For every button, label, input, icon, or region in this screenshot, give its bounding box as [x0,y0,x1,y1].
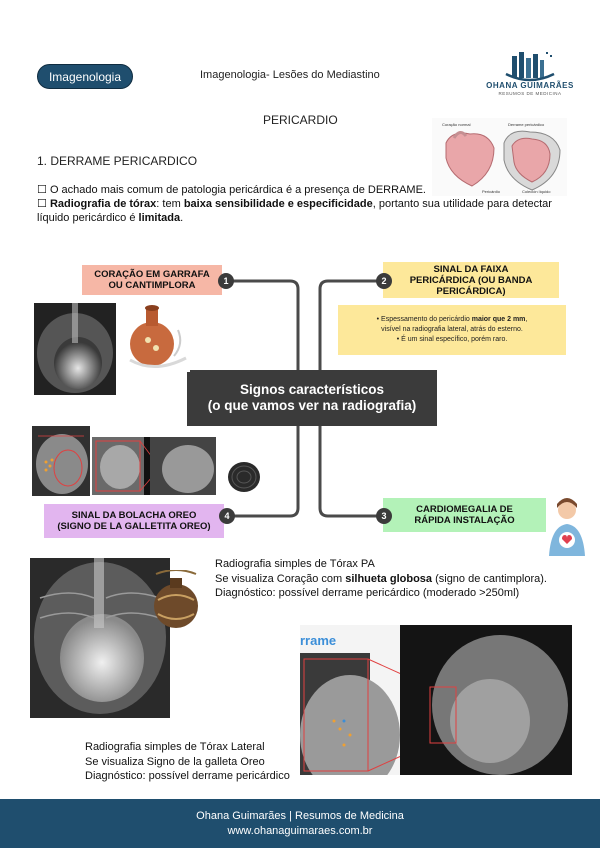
oreo-cookie-icon [228,462,260,492]
footer-bar: Ohana Guimarães | Resumos de Medicina ww… [0,799,600,848]
sign4-line2: (SIGNO DE LA GALLETITA OREO) [57,521,211,532]
number-badge-3: 3 [376,508,392,524]
heart-label-normal: Coração normal [442,122,471,127]
sign3-line1: CARDIOMEGALIA DE [416,504,513,515]
mindmap-connectors [226,279,384,518]
p2-text-3: . [180,212,184,224]
chest-xray-lateral-large: rrame [300,625,572,775]
central-topic-line2: (o que vamos ver na radiografia) [207,398,417,413]
caption1-line3: Diagnóstico: possível derrame pericárdic… [215,587,520,599]
sign2-line3: PERICÁRDICA) [436,285,506,297]
logo-name: OHANA GUIMARÃES [486,81,574,90]
section-title: PERICARDIO [263,113,338,127]
chest-xray-pa-large [30,558,170,718]
xray-lateral-label: rrame [300,633,336,648]
caption-pa-xray: Radiografia simples de Tórax PA Se visua… [215,557,547,601]
p2-bold-3: limitada [138,212,181,224]
number-badge-2: 2 [376,273,392,289]
caption1-line1: Radiografia simples de Tórax PA [215,558,375,570]
p2-text-1: : tem [156,198,184,210]
checkbox-bullet-icon: ☐ [37,198,47,210]
number-badge-1: 1 [218,273,234,289]
p2-text-2: , portanto sua utilidade para detectar l… [37,198,552,224]
section-heading: 1. DERRAME PERICARDICO [37,154,198,168]
logo-subtitle: RESUMOS DE MEDICINA [498,91,562,96]
central-topic-line1: Signos característicos [239,382,385,397]
sign2-line2: PERICÁRDICA (OU BANDA [409,274,533,286]
nurse-heart-illustration [549,498,585,556]
sign2-detail-line2: visível na radiografia lateral, atrás do… [381,326,523,333]
chest-xray-pa-small [34,303,116,395]
chest-xray-lateral-zoom [92,437,216,495]
caption2-line2: Se visualiza Signo de la galleta Oreo [85,755,265,768]
sign2-detail-box: • Espessamento do pericárdio maior que 2… [338,305,566,355]
number-badge-4: 4 [219,508,235,524]
sign2-detail-line1: • Espessamento do pericárdio maior que 2… [376,316,528,323]
paragraph-2: ☐ Radiografia de tórax: tem baixa sensib… [37,197,557,225]
central-topic: Signos característicos (o que vamos ver … [187,370,437,426]
paragraph-1: ☐ O achado mais comum de patologia peric… [37,183,426,197]
category-pill: Imagenologia [37,64,133,89]
p2-bold-1: Radiografia de tórax [49,198,157,210]
sign-box-oreo: SINAL DA BOLACHA OREO (SIGNO DE LA GALLE… [44,504,224,538]
caption2-line3: Diagnóstico: possível derrame pericárdic… [85,770,290,782]
sign3-line2: RÁPIDA INSTALAÇÃO [414,515,515,526]
sign2-detail-line3: • É um sinal específico, porém raro. [396,336,508,343]
caption-lateral-xray: Radiografia simples de Tórax Lateral Se … [85,740,290,784]
heart-label-fluid: Coleción líquido [522,189,551,194]
sign-box-pericardial-band: SINAL DA FAIXA PERICÁRDICA (OU BANDA PER… [383,262,559,298]
logo-book-icon [505,52,555,82]
sign4-line1: SINAL DA BOLACHA OREO [71,510,197,521]
footer-line1: Ohana Guimarães | Resumos de Medicina [196,809,404,822]
footer-website-link[interactable]: www.ohanaguimaraes.com.br [227,824,373,837]
sign-box-bottle-heart: CORAÇÃO EM GARRAFA OU CANTIMPLORA [82,265,222,295]
sign1-line2: OU CANTIMPLORA [108,280,196,291]
p2-bold-2: baixa sensibilidade e especificidade [183,198,373,210]
water-jug-illustration [120,300,190,372]
caption1-line2: Se visualiza Coração com silhueta globos… [215,572,547,585]
sign2-line1: SINAL DA FAIXA [433,263,509,275]
heart-pericardium-illustration: Coração normal Derrame pericárdico Peric… [432,118,567,196]
heart-label-pericardium: Pericárdio [482,189,501,194]
checkbox-bullet-icon: ☐ [37,184,47,196]
heart-label-effusion: Derrame pericárdico [508,122,545,127]
sign-box-cardiomegaly: CARDIOMEGALIA DE RÁPIDA INSTALAÇÃO [383,498,546,532]
sign1-line1: CORAÇÃO EM GARRAFA [94,269,210,280]
header-title: Imagenologia- Lesões do Mediastino [200,69,380,81]
canteen-illustration [154,570,198,628]
chest-xray-oreo-annotated [32,426,90,496]
caption2-line1: Radiografia simples de Tórax Lateral [85,741,265,753]
paragraph-1-text: O achado mais comum de patologia pericár… [49,184,426,196]
